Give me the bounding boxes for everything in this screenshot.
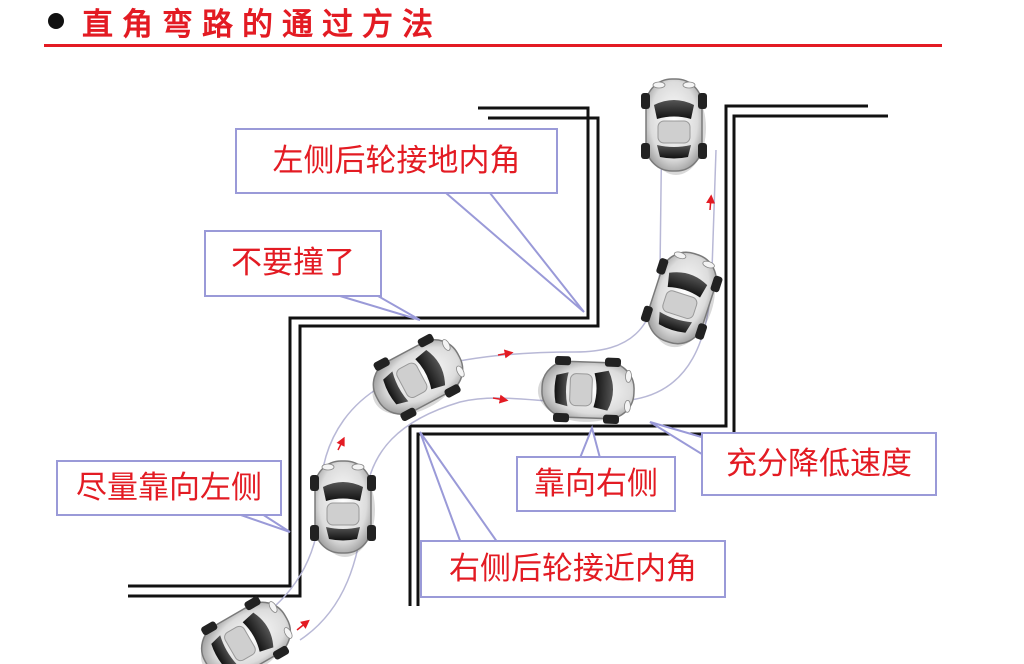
road-edge-outer-left-shadow [128, 116, 600, 598]
road-edge-inner-right [408, 104, 868, 606]
callout-right-rear-wheel: 右侧后轮接近内角 [420, 540, 726, 598]
path-arrow [497, 349, 514, 359]
callout-dont-hit: 不要撞了 [204, 230, 382, 297]
pointer-left-rear-wheel [443, 192, 585, 313]
path-arrow [492, 394, 509, 404]
pointer-dont-hit [339, 295, 421, 321]
path-arrow [706, 194, 716, 211]
path-arrow [296, 619, 310, 631]
car-mid-turn [536, 354, 636, 426]
title-underline [44, 44, 942, 47]
pointer-right-rear-wheel [419, 431, 502, 547]
car-first-turn [357, 325, 475, 431]
bullet-dot-icon [48, 13, 64, 29]
pointer-keep-left [237, 513, 291, 533]
path-arrow [336, 436, 345, 451]
callout-keep-left: 尽量靠向左侧 [56, 460, 282, 516]
callout-keep-right: 靠向右侧 [516, 456, 676, 512]
road-edge-outer-left [128, 106, 590, 588]
car-approach [309, 460, 377, 558]
car-second-turn [634, 243, 729, 357]
callout-slow-down: 充分降低速度 [701, 432, 937, 496]
car-start [185, 587, 304, 664]
callout-left-rear-wheel: 左侧后轮接地内角 [235, 128, 558, 194]
page-title: 直角弯路的通过方法 [48, 0, 442, 43]
car-exit [640, 78, 708, 176]
title-text: 直角弯路的通过方法 [82, 6, 442, 43]
